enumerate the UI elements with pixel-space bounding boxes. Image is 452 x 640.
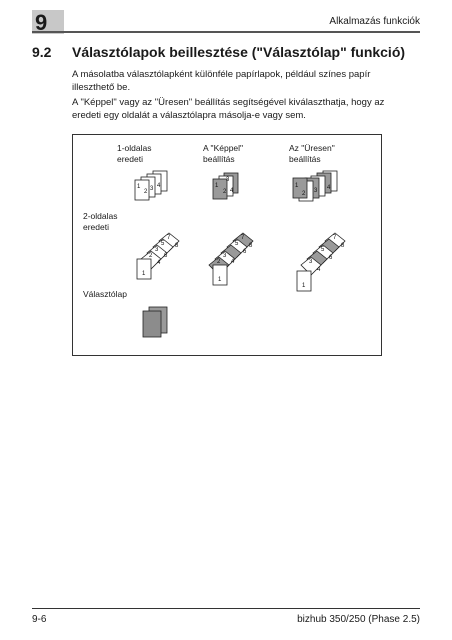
two-sided-original-stack: 7 8 5 3 6 2 4 1 [136, 232, 180, 280]
with-image-output-stack: 3 1 2 4 [212, 172, 239, 200]
page-number: 2 [302, 191, 306, 197]
page-number: 1 [137, 184, 141, 190]
chapter-number-badge: 9 [32, 10, 64, 35]
page-number: 2 [223, 189, 227, 195]
label-one-sided-original: 1-oldalas eredeti [117, 143, 152, 164]
label-separator-sheet: Választólap [83, 289, 127, 299]
header-divider [32, 31, 420, 33]
two-sided-blank-stack: 7 8 5 6 3 4 1 [296, 232, 346, 292]
page-number: 3 [309, 259, 313, 265]
product-name-footer: bizhub 350/250 (Phase 2.5) [297, 614, 420, 625]
separator-sheet-stack [142, 306, 168, 338]
page-number: 7 [333, 235, 337, 241]
page-number: 7 [167, 235, 171, 241]
page-number: 3 [150, 186, 154, 192]
page-number: 3 [314, 188, 318, 194]
page-number: 1 [215, 183, 219, 189]
page-number: 3 [223, 253, 227, 259]
section-title: Választólapok beillesztése ("Választólap… [72, 44, 406, 60]
page-number: 3 [155, 247, 159, 253]
page-number: 4 [231, 259, 235, 265]
page-number: 4 [157, 260, 161, 266]
page-number: 1 [295, 183, 299, 189]
page-number: 2 [144, 189, 148, 195]
label-blank-setting: Az "Üresen" beállítás [289, 143, 335, 164]
page-number: 6 [329, 255, 333, 261]
page-number: 4 [327, 185, 331, 191]
two-sided-with-image-stack: 7 8 5 6 3 4 2 1 [208, 232, 254, 286]
separator-diagram: 1 2 3 4 3 1 2 4 1 2 3 4 [134, 170, 346, 338]
blank-output-stack: 1 2 3 4 [292, 170, 338, 202]
intro-paragraph: A másolatba választólapként különféle pa… [72, 69, 371, 93]
page-number: 6 [243, 249, 247, 255]
page-number: 2 [149, 253, 153, 259]
page-number: 6 [164, 253, 168, 259]
page-number: 5 [161, 241, 165, 247]
page-number: 3 [226, 177, 230, 183]
label-two-sided-original: 2-oldalas eredeti [83, 211, 118, 232]
section-number: 9.2 [32, 44, 52, 60]
page-number: 5 [321, 247, 325, 253]
one-sided-original-stack: 1 2 3 4 [134, 170, 168, 201]
chapter-title: Alkalmazás funkciók [329, 16, 420, 27]
page-number: 8 [341, 243, 345, 249]
setting-paragraph: A "Képpel" vagy az "Üresen" beállítás se… [72, 97, 385, 121]
label-with-image-setting: A "Képpel" beállítás [203, 143, 244, 164]
footer-divider [32, 608, 420, 609]
page-number: 4 [317, 267, 321, 273]
page-number: 1 [302, 283, 306, 289]
page-number: 1 [142, 271, 146, 277]
page-number: 7 [241, 235, 245, 241]
page-number: 2 [217, 259, 221, 265]
page-number: 8 [175, 243, 179, 249]
separator-figure: 1-oldalas eredeti A "Képpel" beállítás A… [72, 134, 382, 356]
page-number: 1 [218, 277, 222, 283]
page-number: 4 [230, 188, 234, 194]
page-number: 5 [235, 241, 239, 247]
page-number: 4 [157, 183, 161, 189]
page-number-footer: 9-6 [32, 614, 47, 625]
page-number: 8 [249, 243, 253, 249]
